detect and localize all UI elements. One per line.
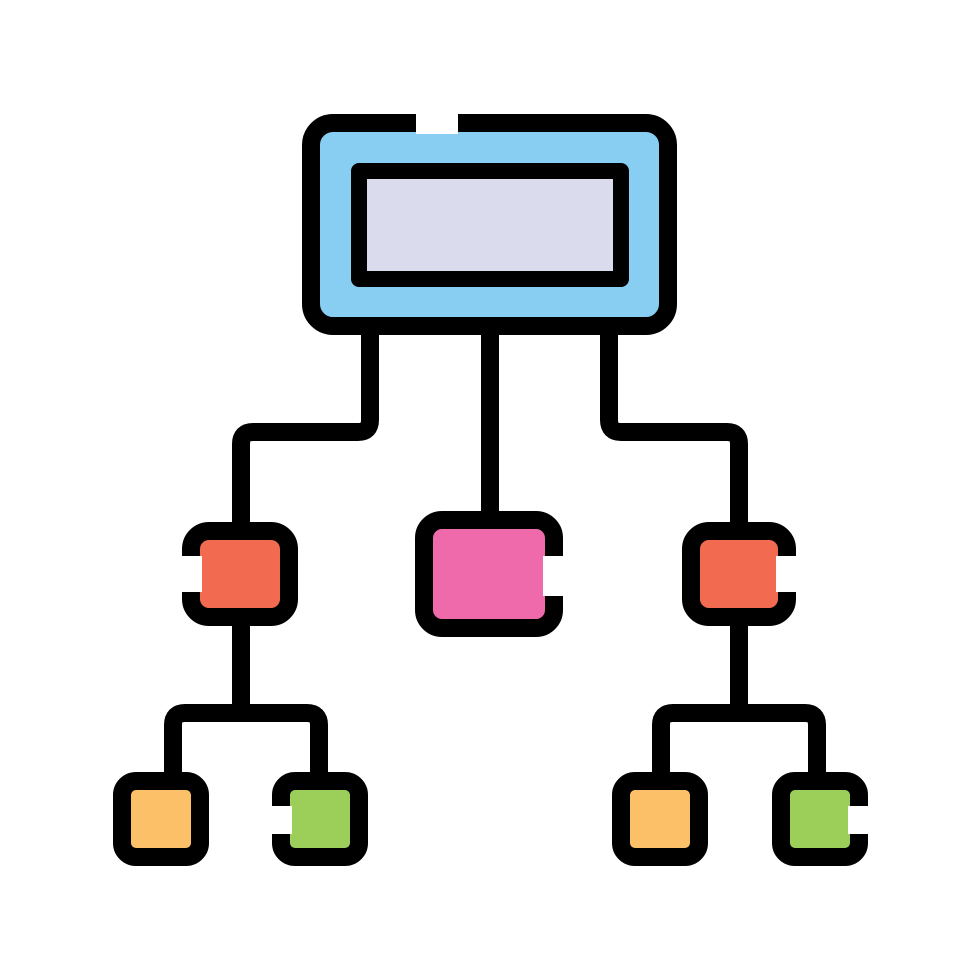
branch-node-right — [682, 522, 796, 626]
leaf-node-left-2 — [272, 772, 368, 866]
outline-gap-marks — [180, 112, 870, 834]
leaf-node-left-1 — [113, 772, 209, 866]
branch-node-left — [182, 522, 298, 626]
connector-lines — [164, 325, 826, 782]
leaf-node-right-2 — [772, 772, 868, 866]
center-node — [415, 511, 563, 637]
connector-left-to-leaves — [164, 616, 328, 782]
connector-right-to-leaves — [652, 616, 826, 782]
root-node — [302, 114, 677, 335]
leaf-node-right-1 — [612, 772, 708, 866]
root-node-panel — [351, 163, 629, 287]
connector-root-to-left — [232, 325, 379, 532]
connector-root-to-right — [600, 325, 748, 532]
